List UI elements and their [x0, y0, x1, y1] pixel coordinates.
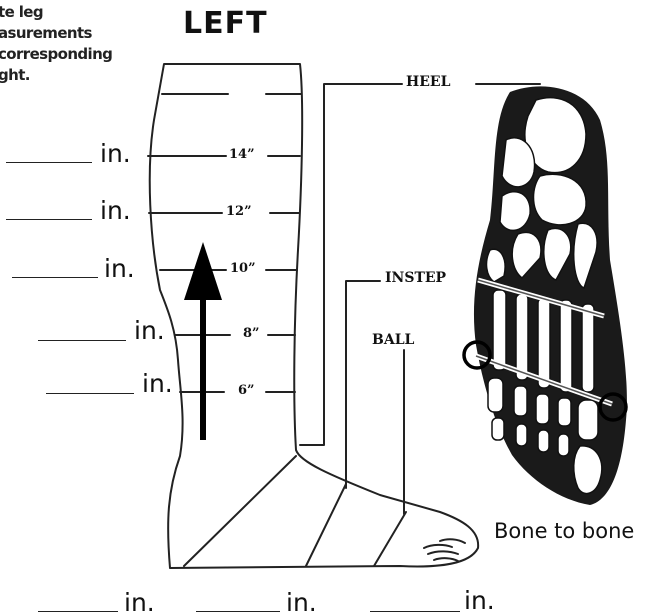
unit-label: in.: [124, 588, 155, 614]
heel-blank[interactable]: [38, 611, 118, 612]
leg-6-blank[interactable]: [46, 393, 134, 394]
instruction-line: te leg: [0, 2, 112, 23]
unit-label: in.: [134, 316, 165, 345]
unit-label: in.: [104, 254, 135, 283]
height-mark-6: 6”: [238, 383, 255, 398]
unit-label: in.: [100, 196, 131, 225]
up-arrow-icon: [184, 242, 222, 440]
height-mark-12: 12”: [226, 204, 252, 219]
instruction-text: te leg asurements corresponding ght.: [0, 2, 112, 86]
foot-skeleton-illustration: [474, 86, 627, 505]
instruction-line: corresponding: [0, 44, 112, 65]
instep-blank[interactable]: [196, 611, 280, 612]
unit-label: in.: [464, 586, 495, 614]
leg-12-blank[interactable]: [6, 219, 92, 220]
ball-label: BALL: [372, 332, 414, 348]
unit-label: in.: [142, 369, 173, 398]
height-mark-10: 10”: [230, 261, 256, 276]
unit-label: in.: [100, 139, 131, 168]
bone-to-bone-label: Bone to bone: [494, 519, 634, 543]
unit-label: in.: [286, 588, 317, 614]
height-mark-8: 8”: [243, 326, 260, 341]
ball-blank[interactable]: [370, 611, 460, 612]
instruction-line: ght.: [0, 65, 112, 86]
leg-10-blank[interactable]: [12, 277, 98, 278]
instep-label: INSTEP: [385, 270, 446, 286]
heel-label: HEEL: [406, 74, 450, 90]
leg-8-blank[interactable]: [38, 340, 126, 341]
side-title: LEFT: [183, 6, 268, 41]
instruction-line: asurements: [0, 23, 112, 44]
height-mark-14: 14”: [229, 147, 255, 162]
leg-14-blank[interactable]: [6, 162, 92, 163]
